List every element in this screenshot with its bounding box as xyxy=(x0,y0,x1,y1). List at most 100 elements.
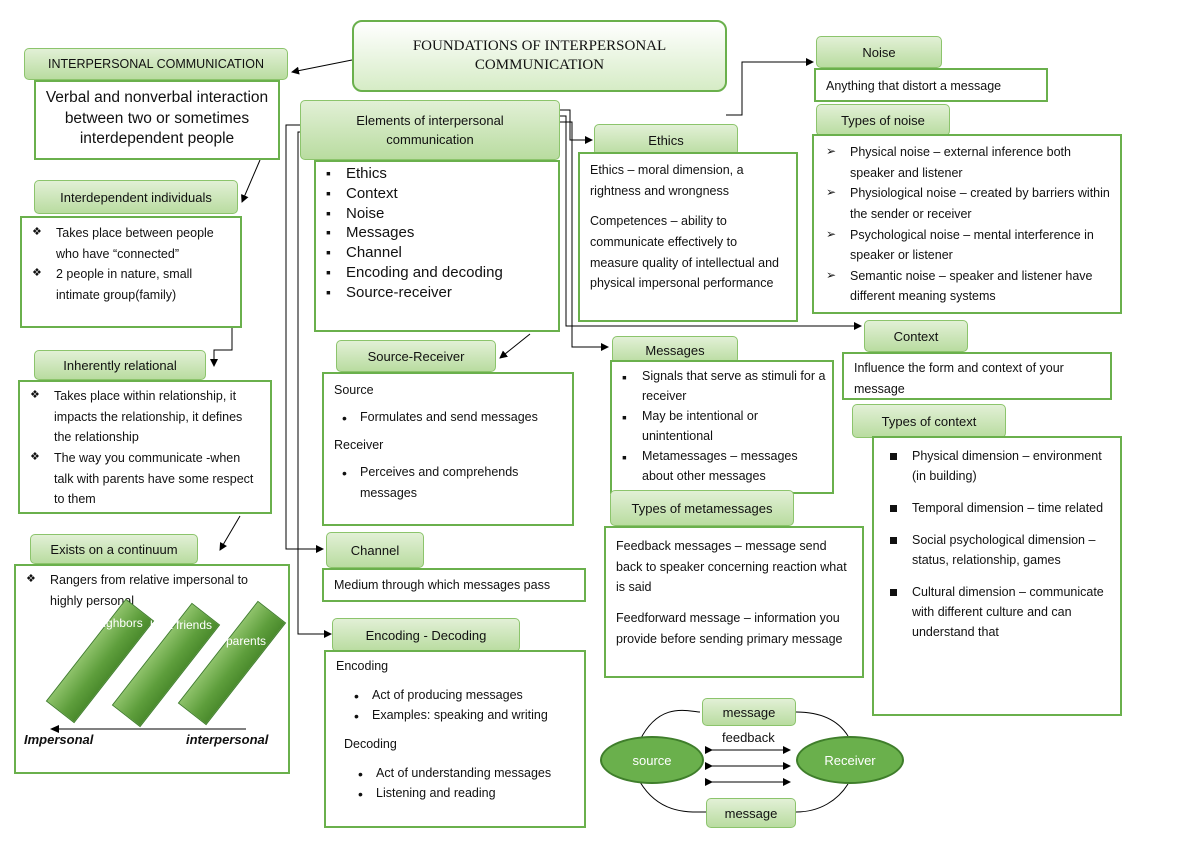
list-item: Cultural dimension – communicate with di… xyxy=(878,582,1116,642)
list-item: Channel xyxy=(322,243,552,263)
list-item: The way you communicate -when talk with … xyxy=(28,448,262,510)
metamessages-box: Feedback messages – message send back to… xyxy=(604,526,864,678)
elements-header-text: Elements of interpersonal communication xyxy=(356,112,504,148)
ethics-header-text: Ethics xyxy=(648,132,684,148)
encoding-header: Encoding - Decoding xyxy=(332,618,520,652)
list-item: Physiological noise – created by barrier… xyxy=(824,183,1110,224)
main-title: FOUNDATIONS OF INTERPERSONAL COMMUNICATI… xyxy=(352,20,727,92)
relational-header: Inherently relational xyxy=(34,350,206,380)
ethics-definition: Ethics – moral dimension, a rightness an… xyxy=(590,163,744,198)
message-top-box: message xyxy=(702,698,796,726)
source-node: source xyxy=(600,736,704,784)
source-receiver-header-text: Source-Receiver xyxy=(367,348,465,364)
types-context-box: Physical dimension – environment (in bui… xyxy=(872,436,1122,716)
messages-box: Signals that serve as stimuli for a rece… xyxy=(610,360,834,494)
continuum-bar-label: best friends xyxy=(150,618,213,632)
list-item: Act of producing messages xyxy=(346,685,574,708)
ethics-box: Ethics – moral dimension, a rightness an… xyxy=(578,152,798,322)
types-noise-box: Physical noise – external inference both… xyxy=(812,134,1122,314)
list-item: Context xyxy=(322,184,552,204)
message-top-label: message xyxy=(722,704,776,720)
receiver-label: Receiver xyxy=(334,438,384,453)
types-noise-header: Types of noise xyxy=(816,104,950,136)
main-title-text: FOUNDATIONS OF INTERPERSONAL COMMUNICATI… xyxy=(412,37,667,74)
list-item: Psychological noise – mental interferenc… xyxy=(824,225,1110,266)
types-context-header: Types of context xyxy=(852,404,1006,438)
source-receiver-header: Source-Receiver xyxy=(336,340,496,372)
list-item: Physical dimension – environment (in bui… xyxy=(878,446,1116,486)
context-header-text: Context xyxy=(893,328,939,344)
list-item: Act of understanding messages xyxy=(350,763,574,786)
list-item: Semantic noise – speaker and listener ha… xyxy=(824,266,1110,307)
interpersonal-header-text: INTERPERSONAL COMMUNICATION xyxy=(48,57,264,71)
list-item: Listening and reading xyxy=(350,783,574,806)
noise-header-text: Noise xyxy=(862,44,896,60)
list-item: Physical noise – external inference both… xyxy=(824,142,1110,183)
continuum-axis xyxy=(50,725,246,733)
feedforward-message: Feedforward message – information you pr… xyxy=(616,610,843,646)
continuum-bar-label: neighbors xyxy=(90,616,143,630)
interdependent-header-text: Interdependent individuals xyxy=(60,189,212,205)
list-item: Examples: speaking and writing xyxy=(346,705,574,728)
context-box: Influence the form and context of your m… xyxy=(842,352,1112,400)
feedback-messages: Feedback messages – message send back to… xyxy=(616,539,847,595)
noise-header: Noise xyxy=(816,36,942,68)
interdependent-header: Interdependent individuals xyxy=(34,180,238,214)
interpersonal-header: INTERPERSONAL COMMUNICATION xyxy=(24,48,288,80)
interpersonal-definition: Verbal and nonverbal interaction between… xyxy=(45,89,269,148)
noise-text: Anything that distort a message xyxy=(826,79,1002,93)
encoding-header-text: Encoding - Decoding xyxy=(365,627,487,643)
encoding-box: Encoding Act of producing messages Examp… xyxy=(324,650,586,828)
context-text: Influence the form and context of your m… xyxy=(854,361,1064,396)
list-item: Metamessages – messages about other mess… xyxy=(618,446,826,486)
receiver-node: Receiver xyxy=(796,736,904,784)
ethics-header: Ethics xyxy=(594,124,738,156)
source-receiver-box: Source Formulates and send messages Rece… xyxy=(322,372,574,526)
types-context-header-text: Types of context xyxy=(881,413,977,429)
list-item: Temporal dimension – time related xyxy=(878,498,1116,518)
source-label: Source xyxy=(334,383,374,397)
continuum-header-text: Exists on a continuum xyxy=(50,541,178,557)
list-item: Perceives and comprehends messages xyxy=(334,462,562,503)
feedback-label: feedback xyxy=(722,730,775,745)
messages-header-text: Messages xyxy=(645,342,705,358)
list-item: Ethics xyxy=(322,164,552,184)
metamessages-header-text: Types of metamessages xyxy=(631,500,773,516)
channel-text: Medium through which messages pass xyxy=(334,578,551,592)
list-item: Takes place between people who have “con… xyxy=(30,223,232,264)
context-header: Context xyxy=(864,320,968,352)
decoding-label: Decoding xyxy=(344,736,397,751)
receiver-node-label: Receiver xyxy=(824,752,876,768)
encoding-label: Encoding xyxy=(336,659,389,673)
channel-header-text: Channel xyxy=(350,542,400,558)
source-node-label: source xyxy=(632,752,672,768)
metamessages-header: Types of metamessages xyxy=(610,490,794,526)
list-item: Noise xyxy=(322,204,552,224)
list-item: Formulates and send messages xyxy=(334,407,562,430)
list-item: Social psychological dimension – status,… xyxy=(878,530,1116,570)
channel-header: Channel xyxy=(326,532,424,568)
relational-box: Takes place within relationship, it impa… xyxy=(18,380,272,514)
list-item: May be intentional or unintentional xyxy=(618,406,826,446)
interpersonal-label: interpersonal xyxy=(186,732,269,747)
interpersonal-definition-box: Verbal and nonverbal interaction between… xyxy=(34,80,280,160)
competences-definition: Competences – ability to communicate eff… xyxy=(590,214,780,291)
channel-box: Medium through which messages pass xyxy=(322,568,586,602)
continuum-bar-label: parents xyxy=(226,634,267,648)
interdependent-box: Takes place between people who have “con… xyxy=(20,216,242,328)
relational-header-text: Inherently relational xyxy=(63,357,177,373)
list-item: Encoding and decoding xyxy=(322,263,552,283)
types-noise-header-text: Types of noise xyxy=(841,112,925,128)
elements-box: Ethics Context Noise Messages Channel En… xyxy=(314,160,560,332)
elements-header: Elements of interpersonal communication xyxy=(300,100,560,160)
list-item: Messages xyxy=(322,223,552,243)
message-bottom-box: message xyxy=(706,798,796,828)
message-bottom-label: message xyxy=(724,805,778,821)
list-item: Takes place within relationship, it impa… xyxy=(28,386,262,448)
list-item: 2 people in nature, small intimate group… xyxy=(30,264,232,305)
noise-box: Anything that distort a message xyxy=(814,68,1048,102)
list-item: Signals that serve as stimuli for a rece… xyxy=(618,366,826,406)
impersonal-label: Impersonal xyxy=(24,732,94,747)
list-item: Rangers from relative impersonal to high… xyxy=(24,570,280,611)
